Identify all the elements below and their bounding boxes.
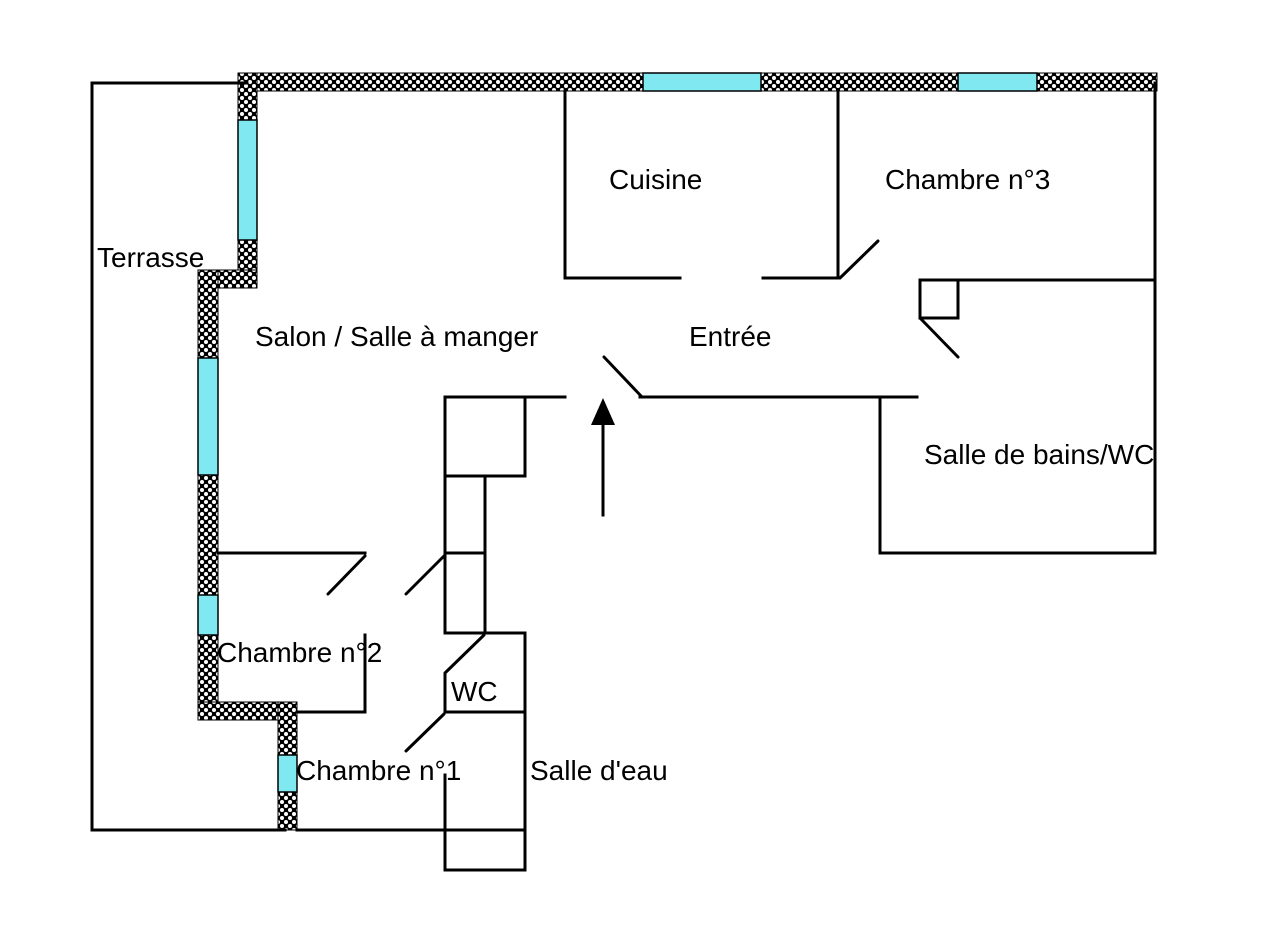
window-salon-upper xyxy=(237,119,258,241)
door-wc xyxy=(443,633,486,675)
interior-walls xyxy=(216,89,1157,872)
label-terrasse: Terrasse xyxy=(97,242,204,273)
ext-wall-left-middle xyxy=(197,269,219,719)
doors xyxy=(326,239,960,753)
label-entree: Entrée xyxy=(689,321,772,352)
door-chambre-1 xyxy=(404,712,446,753)
label-salle-d-eau: Salle d'eau xyxy=(530,755,668,786)
entrance-arrow-icon xyxy=(591,398,615,517)
window-salon-lower xyxy=(197,357,219,476)
window-kitchen xyxy=(642,72,762,92)
door-chambre-2 xyxy=(326,554,367,596)
label-salon: Salon / Salle à manger xyxy=(255,321,538,352)
label-chambre-2: Chambre n°2 xyxy=(217,637,382,668)
window-chambre-1 xyxy=(277,754,298,793)
door-entrance xyxy=(602,355,644,399)
door-corridor xyxy=(404,554,446,596)
window-chambre-2 xyxy=(197,594,219,636)
door-bathroom xyxy=(918,316,960,359)
label-chambre-1: Chambre n°1 xyxy=(296,755,461,786)
label-chambre-3: Chambre n°3 xyxy=(885,164,1050,195)
label-wc: WC xyxy=(451,676,498,707)
terrace-outline xyxy=(90,81,1157,832)
label-salle-de-bains: Salle de bains/WC xyxy=(924,439,1154,470)
windows xyxy=(197,72,1038,793)
window-chambre-3 xyxy=(957,72,1038,92)
door-chambre-3 xyxy=(838,239,880,280)
label-cuisine: Cuisine xyxy=(609,164,702,195)
